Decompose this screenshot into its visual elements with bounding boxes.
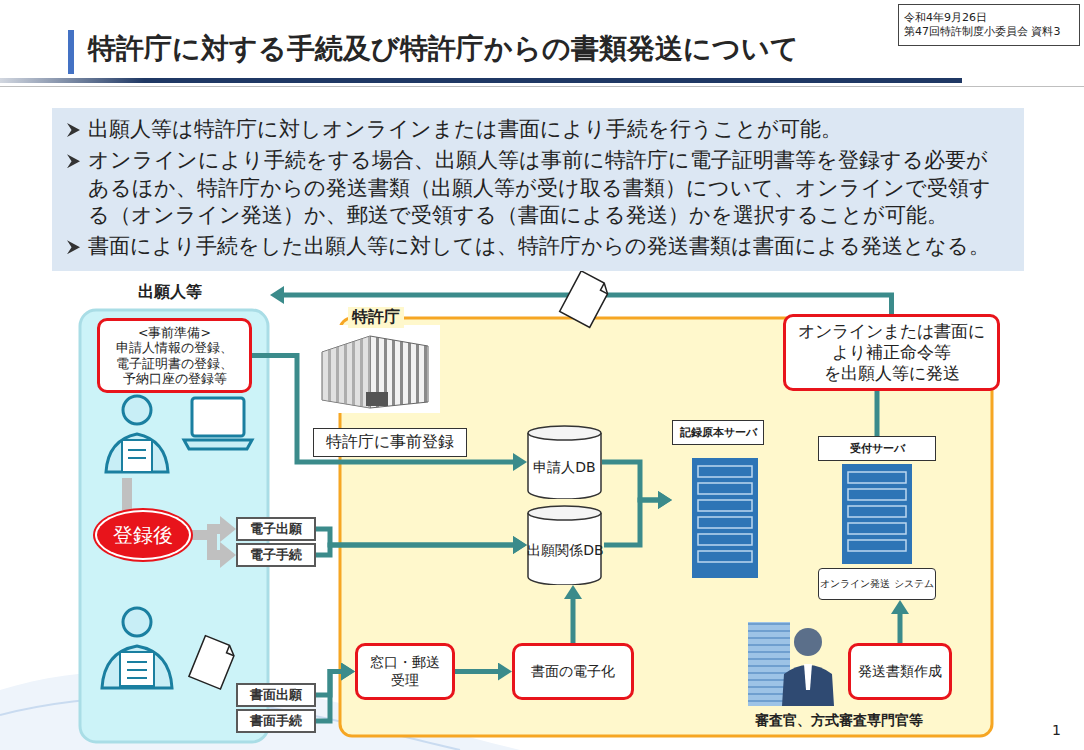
connector (875, 391, 880, 436)
procedure-box: 書面手続 (236, 709, 316, 733)
connector (602, 462, 658, 500)
connector (604, 500, 658, 545)
summary-panel: 出願人等は特許庁に対しオンラインまたは書面により手続を行うことが可能。オンライン… (52, 108, 1024, 271)
paper-document (189, 636, 237, 690)
process-box: 書面の電子化 (512, 643, 634, 700)
node-content: 記録原本サーバ (672, 420, 764, 445)
region-heading: 出願人等 (138, 282, 202, 303)
applicant-region: 出願人等 <事前準備>申請人情報の登録、 電子証明書の登録、 予納口座の登録等登録… (78, 280, 270, 742)
dispatched-document (560, 271, 612, 328)
registered-badge: 登録後 (97, 512, 189, 558)
bullet-text: オンラインにより手続をする場合、出願人等は事前に特許庁に電子証明書等を登録する必… (62, 147, 994, 229)
process-box: 窓口・郵送 受理 (355, 643, 455, 700)
node-content: 電子出願 (250, 520, 302, 538)
node-content: 申請人DB (533, 449, 595, 476)
node-text: 書面の電子化 (531, 663, 615, 680)
region-heading: 特許庁 (352, 307, 400, 328)
database-cylinder: 出願関係DB (527, 505, 604, 585)
server-unit: 記録原本サーバ (672, 420, 764, 580)
preparation-box: <事前準備>申請人情報の登録、 電子証明書の登録、 予納口座の登録等 (97, 318, 252, 393)
title-underline-thin (0, 86, 1084, 87)
node-text: 出願関係DB (527, 542, 603, 559)
dispatch-box: オンラインまたは書面に より補正命令等 を出願人等に発送 (783, 314, 1000, 391)
node-text: 電子手続 (250, 546, 302, 564)
record-server-icon (692, 458, 758, 578)
procedure-box: 書面出願 (236, 683, 316, 707)
cylinder-body (528, 433, 601, 499)
applicant-paper-figure (102, 608, 172, 688)
jpo-building (310, 325, 440, 413)
node-text: 電子出願 (250, 520, 302, 538)
node-content: 出願人等は特許庁に対しオンラインまたは書面により手続を行うことが可能。オンライン… (62, 116, 994, 260)
node-content: <事前準備>申請人情報の登録、 電子証明書の登録、 予納口座の登録等 (106, 325, 243, 386)
caption-label: 審査官、方式審査専門官等 (755, 712, 923, 730)
node-text: 書面手続 (250, 712, 302, 730)
examiner-figure (748, 622, 834, 706)
node-text: <事前準備> (106, 325, 243, 340)
node-text: 申請人DB (533, 459, 595, 476)
page-title: 特許庁に対する手続及び特許庁からの書類発送について (88, 30, 799, 68)
node-content: 発送書類作成 (858, 663, 942, 680)
node-text: 申請人情報の登録、 電子証明書の登録、 予納口座の登録等 (106, 340, 243, 386)
node-content: オンライン発送 システム (820, 578, 933, 590)
node-content: 受付サーバ (818, 436, 936, 461)
connector (571, 599, 576, 643)
node-text: オンラインまたは書面に より補正命令等 を出願人等に発送 (792, 321, 991, 383)
server-unit: 受付サーバオンライン発送 システム (818, 436, 936, 602)
node-content: 令和4年9月26日 第47回特許制度小委員会 資料3 (904, 11, 1074, 39)
jpo-region: 特許庁申請人DB出願関係DB記録原本サーバ受付サーバオンライン発送 システムオン… (340, 303, 992, 736)
cylinder-top (528, 426, 601, 440)
server-label: 記録原本サーバ (672, 420, 764, 445)
node-content: 窓口・郵送 受理 (364, 654, 446, 688)
connector (316, 545, 513, 555)
node-text: 窓口・郵送 受理 (364, 654, 446, 688)
node-text: 登録後 (113, 522, 173, 549)
node-content: 書面手続 (250, 712, 302, 730)
connector (455, 669, 498, 674)
node-content: 特許庁 (348, 307, 404, 328)
bullet-text: 書面により手続をした出願人等に対しては、特許庁からの発送書類は書面による発送とな… (62, 233, 994, 260)
connector (189, 535, 220, 555)
title-underline (0, 78, 962, 83)
node-text: 令和4年9月26日 第47回特許制度小委員会 資料3 (904, 11, 1074, 39)
connector (316, 672, 341, 722)
registration-link (122, 478, 132, 510)
node-content: 書面出願 (250, 686, 302, 704)
node-text: 発送書類作成 (858, 663, 942, 680)
connector (898, 614, 903, 643)
applicant-online-figure (106, 396, 252, 472)
connector (252, 356, 513, 463)
node-content: 登録後 (113, 522, 173, 549)
server-label: 受付サーバ (818, 436, 936, 461)
database-cylinder: 申請人DB (527, 425, 602, 499)
node-text: オンライン発送 システム (820, 578, 933, 590)
system-box: オンライン発送 システム (818, 568, 936, 600)
edge-label: 特許庁に事前登録 (313, 428, 467, 457)
process-box: 発送書類作成 (848, 643, 952, 700)
cylinder-top (528, 506, 601, 520)
node-content: 出願関係DB (527, 532, 603, 559)
procedure-box: 電子出願 (236, 517, 316, 541)
node-content: オンラインまたは書面に より補正命令等 を出願人等に発送 (792, 321, 991, 383)
node-content: 書面の電子化 (531, 663, 615, 680)
title-accent (68, 30, 74, 74)
bullet-text: 出願人等は特許庁に対しオンラインまたは書面により手続を行うことが可能。 (62, 116, 994, 143)
meeting-info-box: 令和4年9月26日 第47回特許制度小委員会 資料3 (898, 4, 1080, 46)
procedure-box: 電子手続 (236, 543, 316, 567)
page-number: 1 (1052, 722, 1061, 738)
node-text: 書面出願 (250, 686, 302, 704)
reception-server-icon (842, 464, 912, 564)
node-content: 出願人等 (138, 282, 202, 303)
node-content: 電子手続 (250, 546, 302, 564)
